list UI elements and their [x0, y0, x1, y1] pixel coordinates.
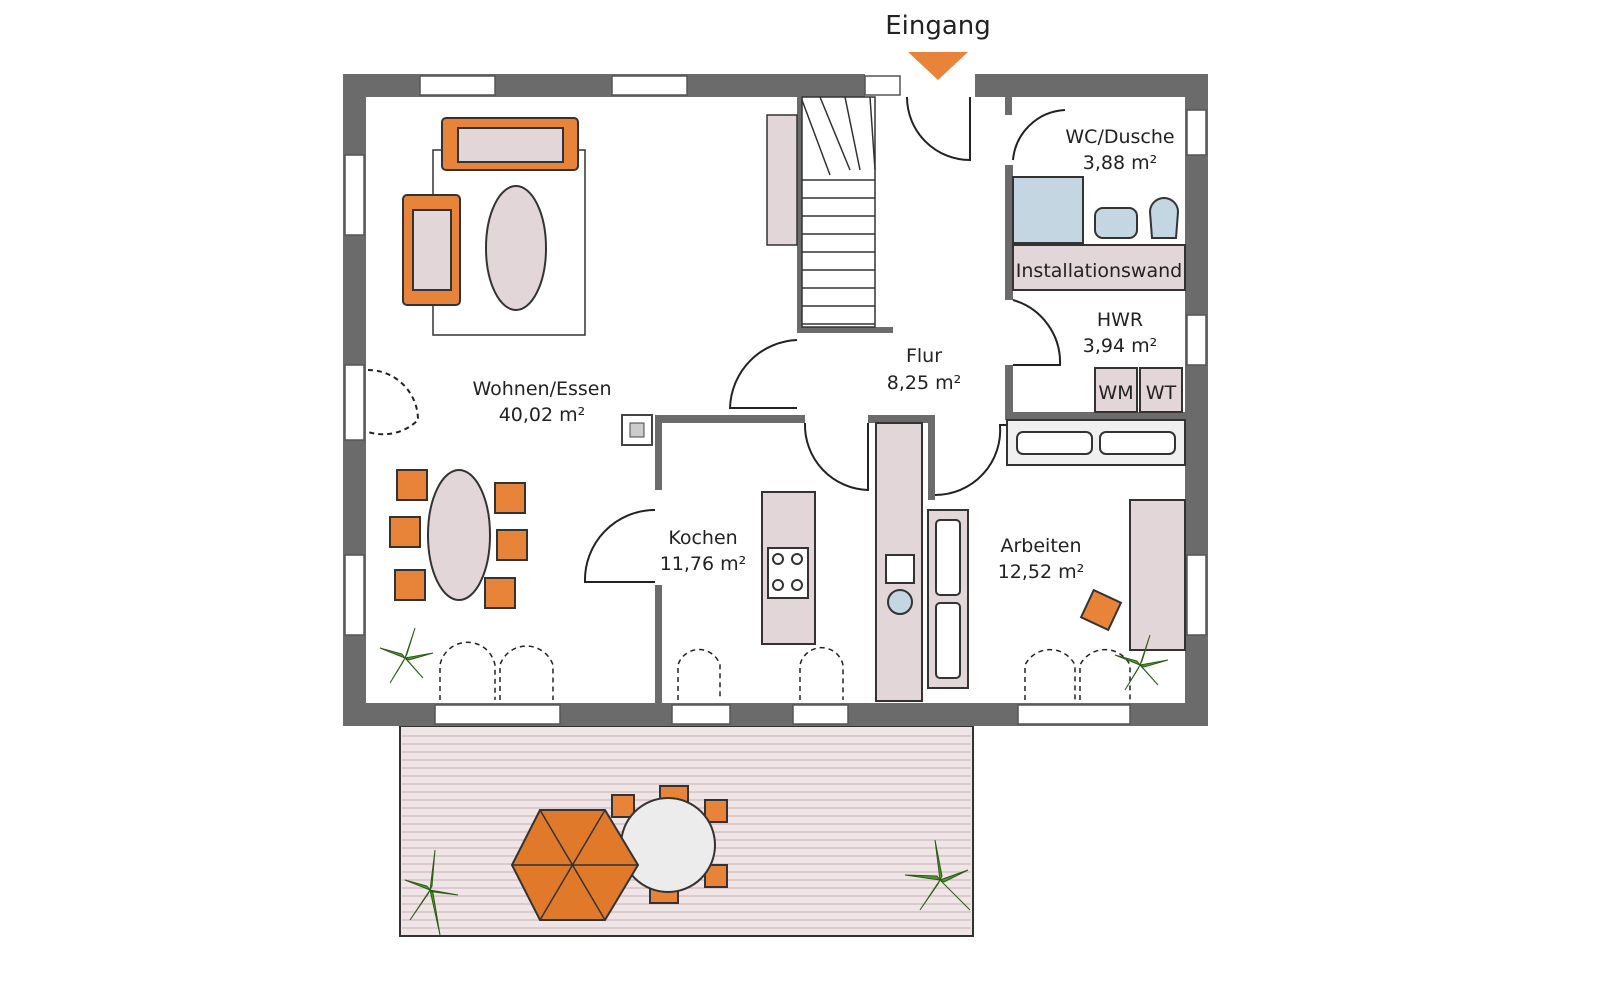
room-area-living: 40,02 m² [499, 404, 586, 426]
room-area-kitchen: 11,76 m² [660, 553, 747, 575]
washer-label: WM [1098, 382, 1133, 404]
room-area-wc: 3,88 m² [1083, 152, 1157, 174]
dryer-label: WT [1146, 382, 1177, 404]
laundry-appliances [1006, 367, 1186, 466]
room-name-utility: HWR [1097, 309, 1143, 331]
doors [367, 96, 1131, 700]
chimney [629, 422, 645, 438]
staircase [766, 96, 876, 328]
room-area-utility: 3,94 m² [1083, 335, 1157, 357]
office-furniture [1079, 499, 1186, 651]
toilet [1148, 197, 1180, 239]
room-area-hallway: 8,25 m² [887, 372, 961, 394]
sink [1094, 207, 1138, 239]
room-name-kitchen: Kochen [668, 527, 737, 549]
terrace-furniture [510, 785, 728, 921]
room-name-office: Arbeiten [1000, 535, 1081, 557]
installation-wall-label: Installationswand [1016, 260, 1182, 282]
interior-walls [621, 97, 1185, 703]
room-name-living: Wohnen/Essen [472, 378, 611, 400]
stair-step [801, 99, 831, 176]
stair-step [869, 96, 876, 171]
office-chair [1079, 588, 1123, 632]
plant-icons [379, 627, 1169, 936]
room-name-hallway: Flur [906, 345, 942, 367]
stair-step [819, 96, 851, 171]
entrance-arrow-icon [908, 52, 968, 80]
shower [1012, 176, 1084, 244]
kitchen-furniture [761, 422, 969, 702]
stair-step [844, 96, 861, 171]
bathroom-fixtures [1012, 176, 1186, 291]
entrance-label: Eingang [885, 11, 991, 41]
room-name-wc: WC/Dusche [1065, 126, 1174, 148]
windows [344, 75, 1207, 725]
installation-wall [1012, 244, 1186, 291]
room-area-office: 12,52 m² [998, 561, 1085, 583]
living-furniture [389, 117, 586, 609]
desk [1129, 499, 1186, 651]
